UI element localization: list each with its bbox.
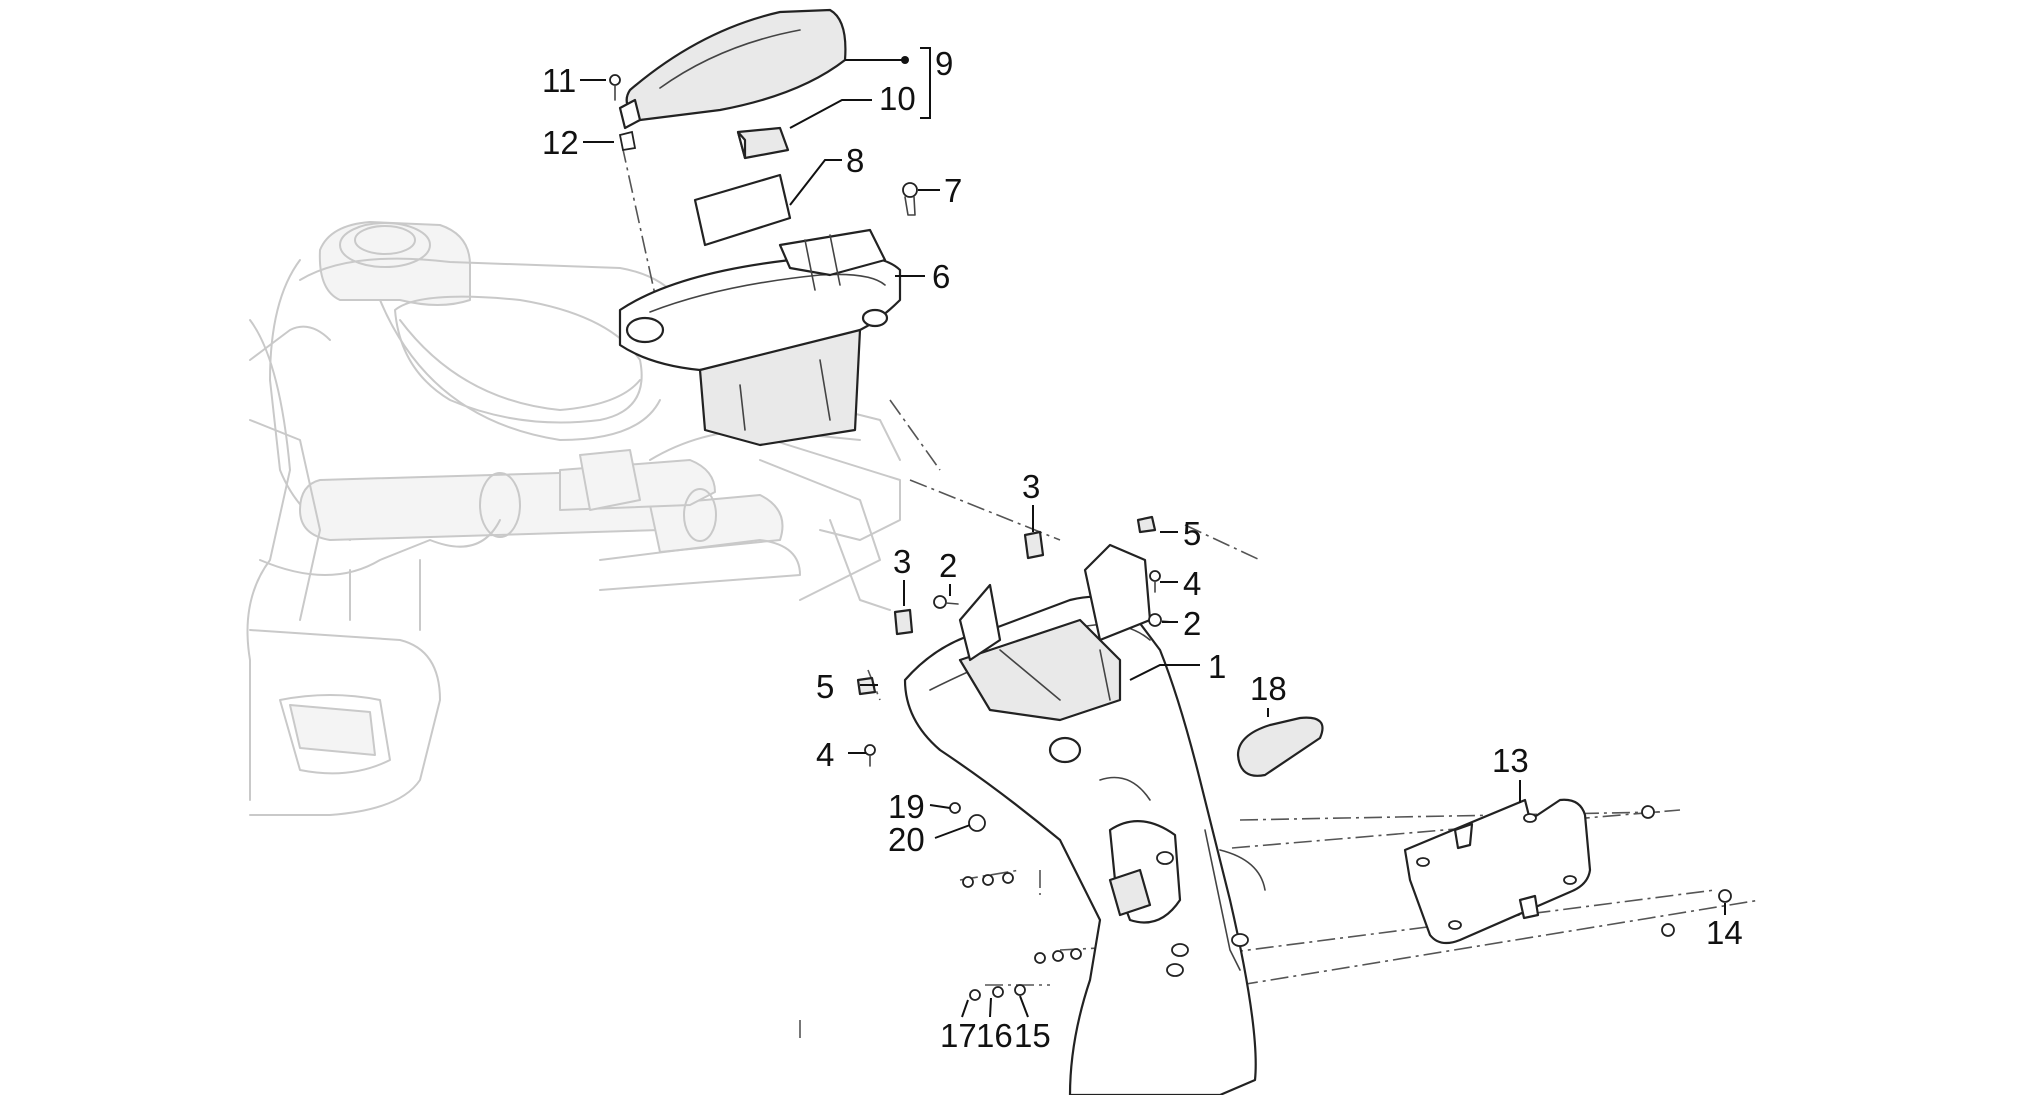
callout-13: 13 (1492, 742, 1529, 779)
part-15-16-17-fixings (962, 872, 1082, 1001)
part-18-reflector (1236, 716, 1324, 777)
callout-10: 10 (879, 80, 916, 117)
callout-1: 1 (1208, 648, 1226, 685)
callout-3-lower: 3 (893, 543, 911, 580)
callout-4-lower: 4 (816, 736, 834, 773)
callout-19: 19 (888, 788, 925, 825)
callout-7: 7 (944, 172, 962, 209)
callout-11: 11 (542, 62, 576, 99)
part-13-plate-holder (1403, 798, 1592, 945)
part-6-helmet-box (618, 228, 902, 447)
callout-20: 20 (888, 821, 925, 858)
part-2-screw-left (933, 595, 959, 609)
callout-15: 15 (1014, 1017, 1051, 1054)
callout-17: 17 (940, 1017, 977, 1054)
callout-3-upper: 3 (1022, 468, 1040, 505)
part-12-nut (618, 130, 637, 152)
callout-5-upper: 5 (1183, 515, 1201, 552)
part-8-plate (693, 173, 792, 247)
callout-2-right: 2 (1183, 605, 1201, 642)
part-3-clip-upper (1023, 530, 1045, 560)
callout-2-left: 2 (939, 547, 957, 584)
callout-16: 16 (976, 1017, 1013, 1054)
part-20-spacer (968, 814, 986, 832)
callout-6: 6 (932, 258, 950, 295)
callout-8: 8 (846, 142, 864, 179)
part-19-washer (949, 802, 961, 814)
part-10-block (736, 126, 790, 160)
callout-4-upper: 4 (1183, 565, 1201, 602)
callout-9: 9 (935, 45, 953, 82)
leader-lines (580, 47, 1726, 1018)
part-3-clip-lower (893, 608, 914, 636)
part-7-clip (902, 182, 918, 216)
part-4-screw-lower (864, 744, 876, 767)
callouts: 9 10 11 12 8 7 6 3 5 4 2 3 2 1 18 5 4 13… (542, 45, 1743, 1054)
callout-14: 14 (1706, 914, 1743, 951)
ghost-frame (246, 221, 901, 816)
part-4-screw-upper (1149, 570, 1161, 593)
callout-18: 18 (1250, 670, 1287, 707)
callout-5-lower: 5 (816, 668, 834, 705)
part-14-screws (1641, 805, 1732, 937)
part-1-rear-mudguard (903, 543, 1266, 1095)
callout-12: 12 (542, 124, 579, 161)
part-11-screw (609, 74, 621, 101)
part-5-nut-upper (1136, 515, 1157, 534)
part-9-storage-lid (618, 8, 847, 130)
part-2-screw-right (1148, 613, 1174, 627)
